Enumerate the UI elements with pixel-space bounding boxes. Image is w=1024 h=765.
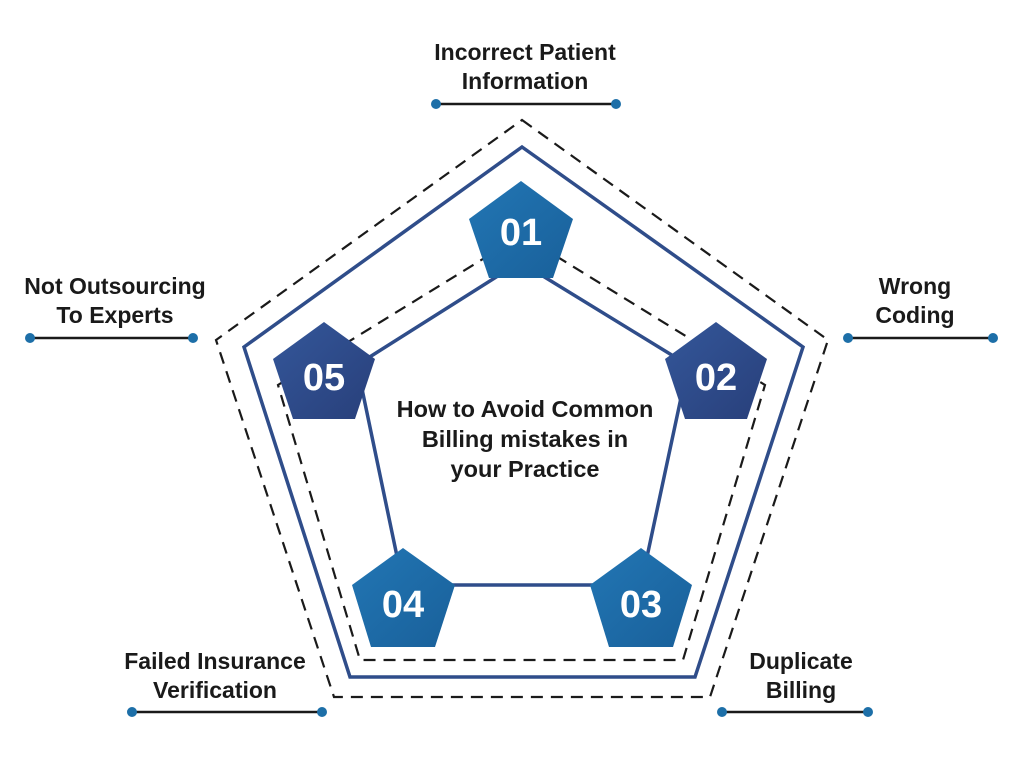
connector-03: [717, 707, 873, 717]
connector-01: [431, 99, 621, 109]
connector-05: [25, 333, 198, 343]
step-number-04: 04: [382, 584, 424, 626]
step-label-05: Not Outsourcing To Experts: [10, 272, 220, 330]
step-badge-05: 05: [273, 322, 375, 419]
step-label-02-line1: Wrong: [878, 273, 952, 299]
center-title: How to Avoid Common Billing mistakes in …: [360, 394, 690, 484]
center-title-line1: How to Avoid Common: [396, 396, 654, 422]
step-badge-04: 04: [352, 548, 455, 647]
center-title-line3: your Practice: [450, 456, 600, 482]
step-number-05: 05: [303, 357, 345, 399]
step-label-03: Duplicate Billing: [736, 647, 866, 705]
step-label-03-line2: Billing: [765, 677, 837, 703]
connector-04: [127, 707, 327, 717]
step-label-01: Incorrect Patient Information: [400, 38, 650, 96]
step-number-03: 03: [620, 584, 662, 626]
step-label-03-line1: Duplicate: [749, 648, 853, 674]
step-label-05-line2: To Experts: [56, 302, 174, 328]
step-label-01-line2: Information: [461, 68, 589, 94]
step-label-04-line1: Failed Insurance: [124, 648, 306, 674]
step-label-04-line2: Verification: [153, 677, 277, 703]
center-title-line2: Billing mistakes in: [421, 426, 629, 452]
outer-solid-pentagon: [241, 144, 806, 679]
inner-solid-pentagon: [355, 259, 690, 587]
step-label-02-line2: Coding: [875, 302, 955, 328]
step-label-01-line1: Incorrect Patient: [434, 39, 616, 65]
step-number-01: 01: [500, 212, 542, 254]
step-label-02: Wrong Coding: [850, 272, 980, 330]
connector-02: [843, 333, 998, 343]
step-label-04: Failed Insurance Verification: [110, 647, 320, 705]
step-badge-01: 01: [469, 181, 573, 278]
step-number-02: 02: [695, 357, 737, 399]
step-badge-02: 02: [665, 322, 767, 419]
outer-dashed-pentagon: [214, 118, 830, 699]
step-label-05-line1: Not Outsourcing: [24, 273, 206, 299]
step-badge-03: 03: [590, 548, 692, 647]
